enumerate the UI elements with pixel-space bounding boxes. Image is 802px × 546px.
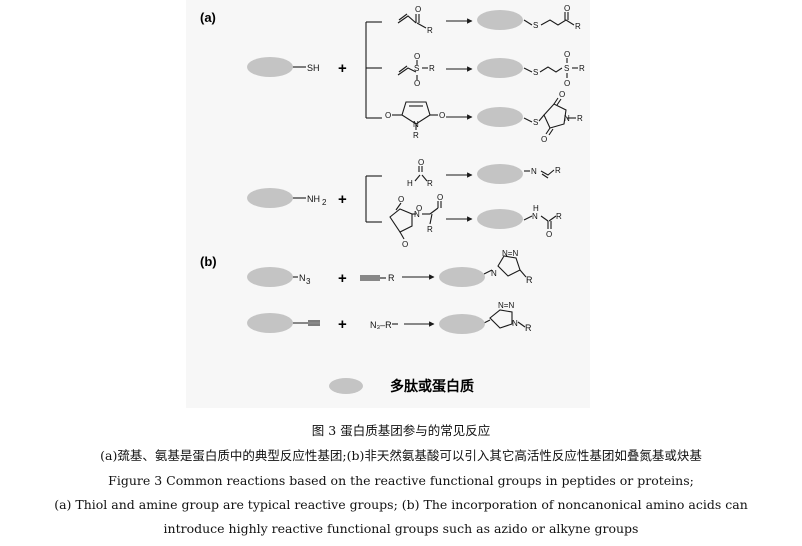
- atom-label: O: [541, 135, 547, 144]
- protein-ellipse: [477, 164, 523, 184]
- plus-sign: +: [338, 60, 347, 77]
- subscript: 2: [322, 198, 327, 207]
- atom-label: O: [414, 79, 420, 88]
- protein-ellipse: [477, 10, 523, 30]
- caption-cn-desc: (a)巯基、氨基是蛋白质中的典型反应性基团;(b)非天然氨基酸可以引入其它高活性…: [100, 448, 702, 463]
- atom-label: R: [427, 26, 433, 35]
- atom-label: O: [402, 240, 408, 249]
- atom-label: O: [437, 193, 443, 202]
- protein-ellipse: [439, 314, 485, 334]
- plus-sign: +: [338, 316, 347, 333]
- atom-label: R: [413, 131, 419, 140]
- atom-label: N: [531, 167, 537, 176]
- atom-label: R: [525, 323, 532, 333]
- atom-label: N=N: [502, 249, 518, 258]
- atom-label: S: [533, 118, 538, 127]
- atom-label: R: [429, 64, 435, 73]
- atom-label: O: [415, 5, 421, 14]
- atom-label: R: [577, 114, 583, 123]
- caption-en-desc-1: (a) Thiol and amine group are typical re…: [54, 497, 748, 512]
- atom-label: R: [388, 273, 395, 283]
- atom-label: O: [414, 52, 420, 61]
- protein-ellipse: [247, 57, 293, 77]
- thiol-label: SH: [307, 63, 320, 73]
- caption-en-title: Figure 3 Common reactions based on the r…: [108, 473, 694, 488]
- legend-text: 多肽或蛋白质: [390, 378, 474, 395]
- caption-en-desc-2: introduce highly reactive functional gro…: [163, 521, 639, 536]
- plus-sign: +: [338, 191, 347, 208]
- atom-label: N: [512, 319, 518, 328]
- protein-ellipse: [247, 267, 293, 287]
- subscript: 3: [306, 277, 311, 286]
- atom-label: N: [414, 210, 420, 219]
- atom-label: S: [564, 64, 569, 73]
- atom-label: O: [559, 90, 565, 99]
- atom-label: R: [427, 179, 433, 188]
- azide-reagent-label: N₃–R: [370, 320, 392, 330]
- panel-label-b: (b): [200, 254, 217, 269]
- atom-label: O: [564, 79, 570, 88]
- protein-ellipse: [439, 267, 485, 287]
- atom-label: N: [491, 269, 497, 278]
- atom-label: S: [414, 64, 419, 73]
- protein-ellipse: [247, 188, 293, 208]
- atom-label: O: [418, 158, 424, 167]
- atom-label: R: [526, 275, 533, 285]
- legend-swatch: [329, 378, 363, 394]
- atom-label: R: [555, 166, 561, 175]
- azide-label: N: [299, 273, 306, 283]
- atom-label: N: [564, 114, 570, 123]
- atom-label: O: [564, 4, 570, 13]
- atom-label: O: [398, 195, 404, 204]
- protein-ellipse: [477, 58, 523, 78]
- atom-label: H: [533, 204, 539, 213]
- protein-shapes: [247, 10, 523, 394]
- amine-label: NH: [307, 194, 320, 204]
- atom-label: N=N: [498, 301, 514, 310]
- atom-label: R: [575, 22, 581, 31]
- atom-label: S: [533, 68, 538, 77]
- atom-label: R: [427, 225, 433, 234]
- atom-label: O: [416, 204, 422, 213]
- atom-label: O: [385, 111, 391, 120]
- atom-label: O: [439, 111, 445, 120]
- atom-label: R: [579, 64, 585, 73]
- atom-label: N: [532, 212, 538, 221]
- atom-label: S: [533, 21, 538, 30]
- protein-ellipse: [247, 313, 293, 333]
- atom-label: O: [546, 230, 552, 239]
- plus-sign: +: [338, 270, 347, 287]
- atom-label: R: [556, 212, 562, 221]
- atom-label: O: [564, 50, 570, 59]
- atom-label: H: [407, 179, 413, 188]
- caption-cn-title: 图 3 蛋白质基团参与的常见反应: [311, 423, 491, 438]
- panel-label-a: (a): [200, 10, 216, 25]
- atom-label: N: [413, 120, 419, 129]
- protein-ellipse: [477, 209, 523, 229]
- protein-ellipse: [477, 107, 523, 127]
- reaction-scheme: (a) (b) + + + + SH NH 2 N 3 O R S O O R …: [200, 4, 585, 395]
